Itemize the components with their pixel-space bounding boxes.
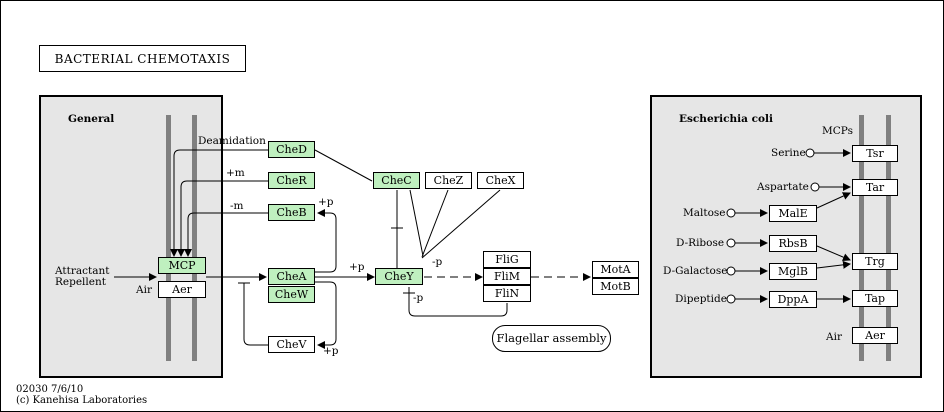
flig-node[interactable]: FliG: [483, 251, 531, 268]
chez-node[interactable]: CheZ: [425, 172, 472, 189]
flim-node[interactable]: FliM: [483, 268, 531, 285]
ligand-maltose: Maltose: [683, 207, 726, 219]
chec-node[interactable]: CheC: [373, 172, 420, 189]
ecoli-panel-title: Escherichia coli: [679, 113, 773, 125]
flin-node[interactable]: FliN: [483, 285, 531, 302]
chex-node[interactable]: CheX: [477, 172, 524, 189]
mota-node[interactable]: MotA: [592, 261, 639, 278]
cher-node[interactable]: CheR: [268, 172, 315, 189]
tsr-node[interactable]: Tsr: [852, 145, 898, 162]
mcps-label: MCPs: [822, 125, 853, 137]
chea-phosphorylation-label: +p: [349, 261, 365, 273]
chey-node[interactable]: CheY: [375, 268, 423, 285]
chev-node[interactable]: CheV: [268, 336, 315, 353]
flin-dephosphorylation-label: -p: [413, 292, 424, 304]
ecoli-aer-node[interactable]: Aer: [852, 327, 898, 344]
stimulus-repellent-label: Repellent: [55, 276, 106, 288]
flagellar-assembly-pathway-link[interactable]: Flagellar assembly: [492, 325, 611, 352]
general-air-label: Air: [136, 284, 152, 296]
footer-copyright: (c) Kanehisa Laboratories: [16, 395, 148, 406]
chev-phosphorylation-label: +p: [323, 345, 339, 357]
tap-node[interactable]: Tap: [852, 290, 898, 307]
ligand-serine: Serine: [771, 147, 806, 159]
motb-node[interactable]: MotB: [592, 278, 639, 295]
deamidation-label: Deamidation: [198, 135, 266, 147]
ligand-d-galactose: D-Galactose: [663, 265, 728, 277]
ecoli-air-label: Air: [826, 331, 842, 343]
stimulus-attractant-label: Attractant: [55, 265, 110, 277]
ligand-aspartate: Aspartate: [757, 181, 809, 193]
ecoli-membrane-bar-right: [886, 115, 891, 361]
aer-node[interactable]: Aer: [158, 281, 206, 298]
cheb-node[interactable]: CheB: [268, 204, 315, 221]
ligand-d-ribose: D-Ribose: [676, 237, 725, 249]
diagram-title: BACTERIAL CHEMOTAXIS: [39, 45, 246, 72]
dppa-node[interactable]: DppA: [769, 291, 817, 308]
chew-node[interactable]: CheW: [268, 286, 315, 303]
methylation-label: +m: [226, 167, 245, 179]
membrane-bar-left: [166, 115, 171, 361]
footer-version: 02030 7/6/10: [16, 384, 84, 395]
mglb-node[interactable]: MglB: [769, 263, 817, 280]
tar-node[interactable]: Tar: [852, 179, 898, 196]
general-panel-title: General: [68, 113, 115, 125]
rbsb-node[interactable]: RbsB: [769, 235, 817, 252]
trg-node[interactable]: Trg: [852, 253, 898, 270]
chey-dephosphorylation-label: -p: [432, 256, 443, 268]
ligand-dipeptide: Dipeptide: [675, 293, 727, 305]
ched-node[interactable]: CheD: [268, 141, 315, 158]
ecoli-membrane-bar-left: [859, 115, 864, 361]
demethylation-label: -m: [230, 200, 244, 212]
membrane-bar-right: [192, 115, 197, 361]
chea-node[interactable]: CheA: [268, 268, 315, 285]
cheb-phosphorylation-label: +p: [318, 196, 334, 208]
male-node[interactable]: MalE: [769, 205, 817, 222]
mcp-node[interactable]: MCP: [158, 257, 206, 274]
